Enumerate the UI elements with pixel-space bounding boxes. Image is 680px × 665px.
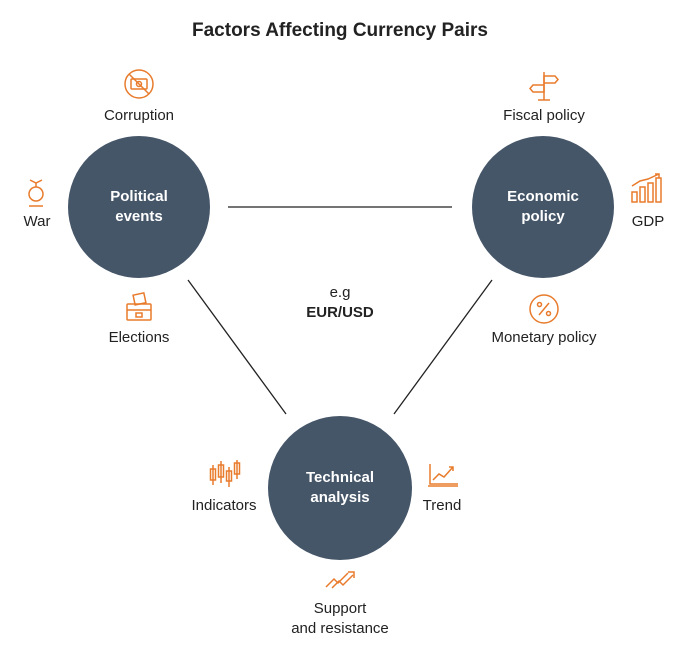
node-technical-analysis: Technical analysis [268,416,412,560]
factor-monetary-policy-label: Monetary policy [491,329,597,346]
node-political-events: Political events [68,136,210,278]
connector-economic-technical [393,279,493,415]
connector-political-technical [187,279,287,415]
signpost-icon [528,70,560,102]
factor-gdp-label: GDP [631,213,665,230]
trend-arrow-icon [324,568,356,590]
example-currency-pair: EUR/USD [306,304,374,321]
factor-elections-label: Elections [108,329,170,346]
factor-trend-label: Trend [422,497,462,514]
node-economic-policy: Economic policy [472,136,614,278]
percent-icon [528,293,560,325]
bar-chart-growth-icon [630,172,664,204]
example-pair: e.g EUR/USD [270,283,410,323]
diagram-title: Factors Affecting Currency Pairs [192,20,488,41]
ballot-box-icon [123,291,155,323]
factor-support-resistance-label: Support and resistance [291,600,389,637]
no-money-icon [123,68,155,100]
factor-indicators-label: Indicators [191,497,257,514]
factor-war-label: War [23,213,51,230]
example-prefix: e.g [329,284,351,301]
candlestick-icon [208,459,242,489]
factor-corruption-label: Corruption [103,107,175,124]
bomb-icon [25,176,47,208]
trend-chart-icon [426,460,460,488]
factor-fiscal-policy-label: Fiscal policy [503,107,585,124]
